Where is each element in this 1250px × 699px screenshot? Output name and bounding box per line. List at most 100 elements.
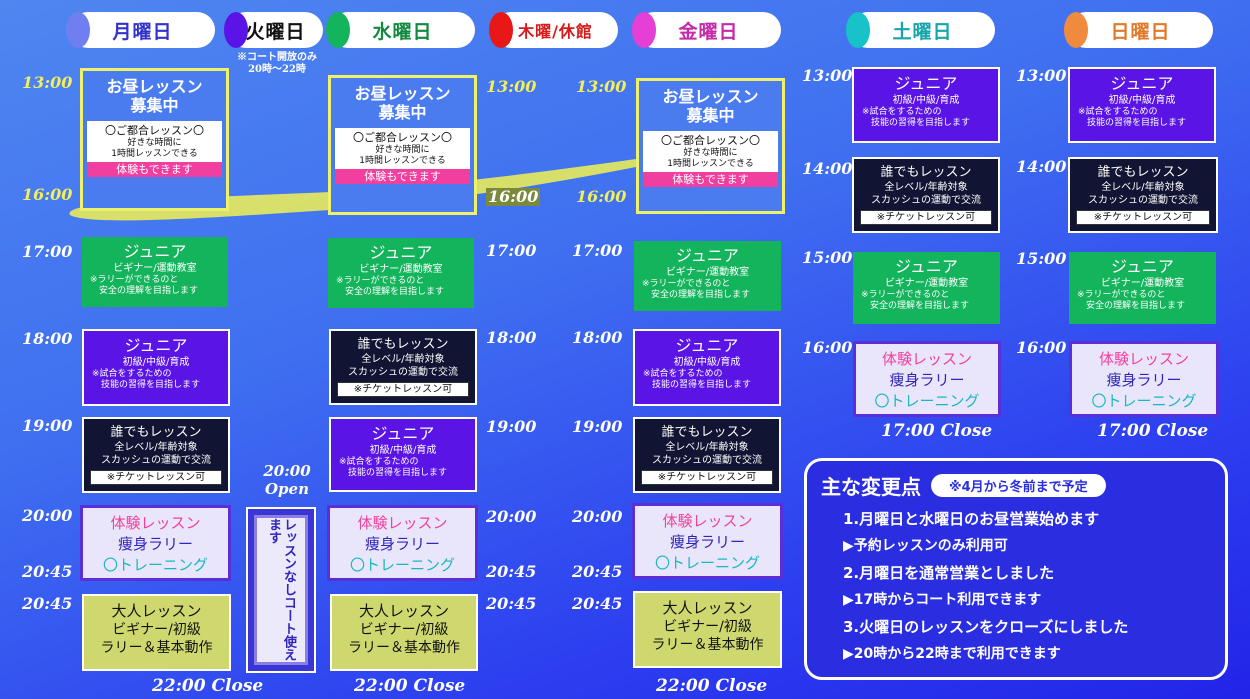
lunch-info: 〇ご都合レッスン〇 好きな時間に 1時間レッスンできる bbox=[335, 128, 470, 169]
trial-lesson-sun: 体験レッスン 痩身ラリー 〇トレーニング bbox=[1069, 341, 1219, 417]
trial-lesson-sat: 体験レッスン 痩身ラリー 〇トレーニング bbox=[853, 341, 1001, 417]
junior-advanced-wed: ジュニア 初級/中級/育成 ※試合をするための 技能の習得を目指します bbox=[329, 417, 477, 492]
time-2000-mon: 20:00 bbox=[22, 506, 73, 525]
junior-note: ※試合をするための 技能の習得を目指します bbox=[1078, 107, 1187, 128]
anyone-title: 誰でもレッスン bbox=[110, 425, 202, 440]
anyone-title: 誰でもレッスン bbox=[1097, 165, 1189, 180]
junior-note: ※ラリーができるのと 安全の理解を目指します bbox=[642, 279, 751, 300]
wed-dot bbox=[326, 12, 350, 48]
lunch-info-title: 〇ご都合レッスン〇 bbox=[105, 124, 204, 137]
time-1800-mid: 18:00 bbox=[486, 328, 537, 347]
lunch-info-line: 1時間レッスンできる bbox=[111, 149, 198, 159]
lunch-lesson-wed: お昼レッスン 募集中 〇ご都合レッスン〇 好きな時間に 1時間レッスンできる 体… bbox=[328, 75, 477, 215]
junior-title: ジュニア bbox=[675, 336, 739, 355]
junior-beginner-sat: ジュニア ビギナー/運動教室 ※ラリーができるのと 安全の理解を目指します bbox=[853, 252, 1000, 324]
lunch-lesson-mon: お昼レッスン 募集中 〇ご都合レッスン〇 好きな時間に 1時間レッスンできる 体… bbox=[80, 68, 229, 211]
adult-lesson-wed: 大人レッスン ビギナー/初級 ラリー＆基本動作 bbox=[330, 594, 478, 671]
lunch-trial: 体験もできます bbox=[335, 169, 470, 184]
lunch-info-title: 〇ご都合レッスン〇 bbox=[353, 131, 452, 144]
close-mon: 22:00 Close bbox=[152, 676, 264, 696]
trial-line1: 体験レッスン bbox=[662, 512, 753, 530]
lunch-title: お昼レッスン bbox=[662, 87, 759, 106]
junior-sub: 初級/中級/育成 bbox=[892, 95, 960, 106]
adult-line2: ビギナー/初級 bbox=[359, 622, 449, 638]
day-header-thu: 木曜/休館 bbox=[489, 12, 618, 48]
time-2000-fri: 20:00 bbox=[572, 507, 623, 526]
time-1300-fri: 13:00 bbox=[576, 77, 627, 96]
tue-dot bbox=[224, 12, 248, 48]
change-item: 2.月曜日を通常営業としました bbox=[843, 564, 1055, 582]
mon-dot bbox=[66, 12, 90, 48]
day-header-fri: 金曜日 bbox=[632, 12, 781, 48]
anyone-lesson-sun: 誰でもレッスン 全レベル/年齢対象 スカッシュの運動で交流 ※チケットレッスン可 bbox=[1068, 157, 1218, 233]
adult-lesson-mon: 大人レッスン ビギナー/初級 ラリー＆基本動作 bbox=[82, 594, 231, 671]
day-label: 土曜日 bbox=[892, 20, 953, 43]
time-1700-mid: 17:00 bbox=[486, 241, 537, 260]
junior-note: ※試合をするための 技能の習得を目指します bbox=[339, 457, 448, 478]
trial-line3: 〇トレーニング bbox=[102, 556, 208, 574]
time-1300-sun: 13:00 bbox=[1016, 66, 1067, 85]
time-1900-mid: 19:00 bbox=[486, 417, 537, 436]
time-2045a-mid: 20:45 bbox=[486, 562, 537, 581]
time-2045a-fri: 20:45 bbox=[572, 562, 623, 581]
junior-note: ※ラリーができるのと 安全の理解を目指します bbox=[336, 276, 445, 297]
tue-note-line1: ※コート開放のみ bbox=[237, 52, 317, 63]
changes-title: 主な変更点 bbox=[821, 475, 921, 499]
junior-sub: 初級/中級/育成 bbox=[1108, 95, 1176, 106]
junior-sub: ビギナー/運動教室 bbox=[884, 278, 969, 289]
adult-line2: ビギナー/初級 bbox=[663, 619, 752, 635]
trial-line1: 体験レッスン bbox=[110, 514, 201, 532]
junior-title: ジュニア bbox=[1111, 257, 1174, 276]
tue-open: 20:00 Open bbox=[252, 462, 322, 498]
time-1800-mon: 18:00 bbox=[22, 329, 73, 348]
junior-note: ※ラリーができるのと 安全の理解を目指します bbox=[90, 275, 199, 296]
lunch-title2: 募集中 bbox=[130, 96, 179, 115]
time-1700-mon: 17:00 bbox=[22, 242, 73, 261]
junior-sub: ビギナー/運動教室 bbox=[665, 267, 750, 278]
anyone-ticket: ※チケットレッスン可 bbox=[860, 210, 992, 225]
change-item: ▶17時からコート利用できます bbox=[843, 592, 1042, 608]
changes-schedule: ※4月から冬前まで予定 bbox=[931, 474, 1106, 497]
time-1400-sat: 14:00 bbox=[802, 159, 853, 178]
junior-title: ジュニア bbox=[123, 242, 187, 261]
junior-note: ※試合をするための 技能の習得を目指します bbox=[862, 107, 971, 128]
lunch-title2: 募集中 bbox=[686, 106, 735, 125]
anyone-sub2: スカッシュの運動で交流 bbox=[1088, 195, 1198, 206]
junior-note: ※ラリーができるのと 安全の理解を目指します bbox=[1077, 290, 1186, 311]
changes-header: 主な変更点 ※4月から冬前まで予定 bbox=[821, 471, 1211, 500]
time-2045b-fri: 20:45 bbox=[572, 594, 623, 613]
day-label: 日曜日 bbox=[1110, 20, 1171, 43]
open-time: 20:00 bbox=[263, 462, 311, 480]
anyone-ticket: ※チケットレッスン可 bbox=[1076, 210, 1210, 225]
junior-note: ※試合をするための 技能の習得を目指します bbox=[643, 369, 752, 390]
junior-title: ジュニア bbox=[676, 246, 739, 265]
junior-beginner-mon: ジュニア ビギナー/運動教室 ※ラリーができるのと 安全の理解を目指します bbox=[82, 237, 228, 307]
day-label: 金曜日 bbox=[678, 20, 739, 43]
lunch-info-line: 1時間レッスンできる bbox=[359, 156, 446, 166]
anyone-ticket: ※チケットレッスン可 bbox=[337, 382, 469, 397]
trial-line2: 痩身ラリー bbox=[117, 535, 193, 553]
time-1600-sun: 16:00 bbox=[1016, 338, 1067, 357]
anyone-sub1: 全レベル/年齢対象 bbox=[114, 442, 198, 453]
trial-lesson-fri: 体験レッスン 痩身ラリー 〇トレーニング bbox=[632, 503, 783, 579]
trial-line3: 〇トレーニング bbox=[874, 392, 980, 410]
junior-sub: 初級/中級/育成 bbox=[122, 357, 190, 368]
lunch-info-line: 好きな時間に bbox=[127, 138, 182, 148]
time-1300-mon: 13:00 bbox=[22, 73, 73, 92]
lunch-trial: 体験もできます bbox=[87, 162, 222, 177]
open-label: Open bbox=[264, 480, 309, 498]
time-2045b-mon: 20:45 bbox=[22, 594, 73, 613]
adult-line3: ラリー＆基本動作 bbox=[651, 637, 764, 653]
day-label: 火曜日 bbox=[245, 20, 306, 43]
tue-note-line2: 20時～22時 bbox=[248, 64, 306, 75]
anyone-lesson-sat: 誰でもレッスン 全レベル/年齢対象 スカッシュの運動で交流 ※チケットレッスン可 bbox=[852, 157, 1000, 233]
anyone-sub2: スカッシュの運動で交流 bbox=[871, 195, 981, 206]
close-sun: 17:00 Close bbox=[1097, 421, 1209, 441]
thu-dot bbox=[489, 12, 513, 48]
trial-lesson-mon: 体験レッスン 痩身ラリー 〇トレーニング bbox=[80, 505, 231, 581]
trial-line2: 痩身ラリー bbox=[669, 533, 745, 551]
change-item: ▶予約レッスンのみ利用可 bbox=[843, 538, 1008, 554]
adult-line2: ビギナー/初級 bbox=[112, 622, 201, 638]
junior-note: ※ラリーができるのと 安全の理解を目指します bbox=[861, 290, 970, 311]
